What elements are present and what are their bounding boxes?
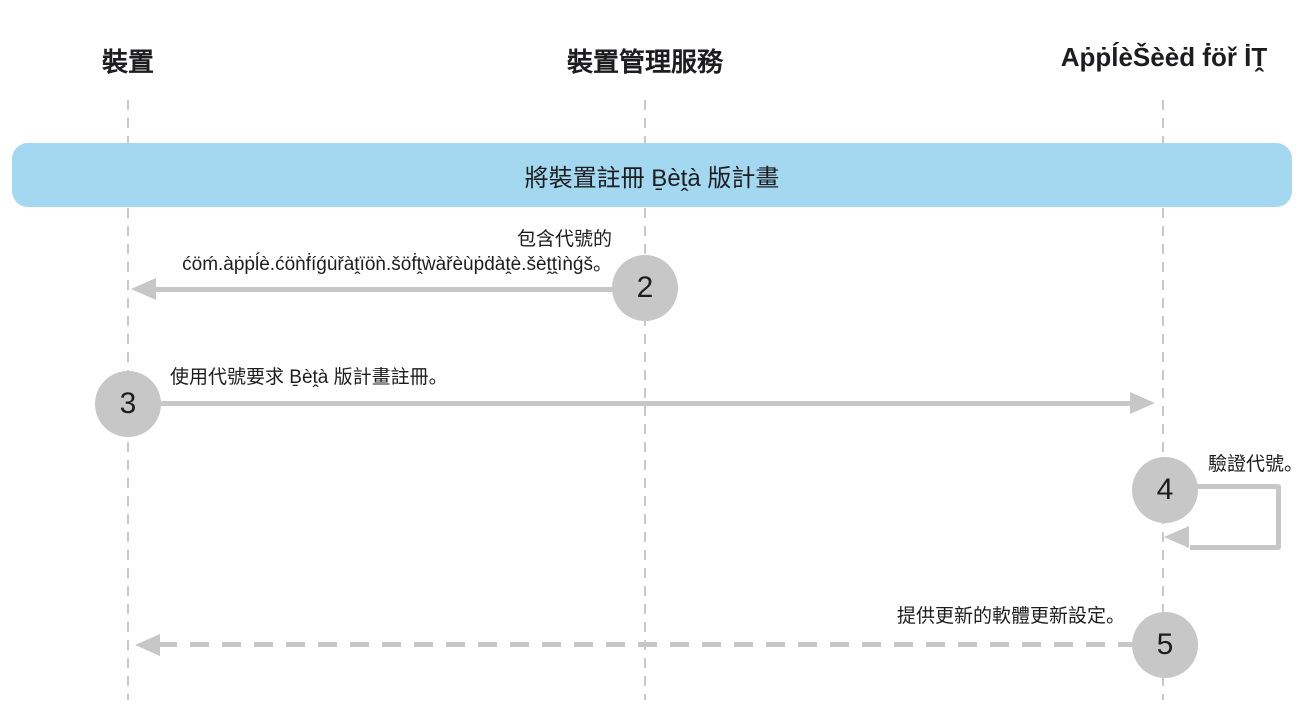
step5-arrowhead-left-icon [135,634,160,656]
phase-banner-title: 將裝置註冊 Ḇèṱà 版計畫 [524,164,780,192]
step2-message-label-line1: 包含代號的 [516,229,612,250]
actor-appleseed-label: AṗṗĺèŠèèḋ ḟöř İṰ [1060,42,1268,72]
step2-arrow-line [148,287,614,292]
step3-arrow-line [161,401,1131,406]
step4-number-badge: 4 [1132,457,1198,523]
step2-message-label-line2: ćöḿ.àṗṗĺè.ćöǹḟíǵùřàṱïöǹ.šöḟṱẁàřèùṗḋàṱè.š… [182,254,612,275]
step5-arrow-line [158,642,1132,647]
step5-number-badge: 5 [1132,612,1198,678]
step2-message-label: 包含代號的 ćöḿ.àṗṗĺè.ćöǹḟíǵùřàṱïöǹ.šöḟṱẁàřèùṗ… [100,227,612,277]
step3-number-badge: 3 [95,371,161,437]
step4-number: 4 [1156,473,1174,506]
phase-banner: 將裝置註冊 Ḇèṱà 版計畫 [12,143,1292,207]
step2-number: 2 [636,271,654,304]
step3-number: 3 [119,387,137,420]
step2-arrowhead-left-icon [131,278,156,300]
actor-management-service-label: 裝置管理服務 [566,47,724,77]
step2-number-badge: 2 [612,255,678,321]
lifeline-appleseed [1162,100,1164,700]
step4-arrowhead-left-icon [1164,526,1189,548]
step3-arrowhead-right-icon [1130,392,1155,414]
step3-message-label: 使用代號要求 Ḇèṱà 版計畫註冊。 [170,367,448,388]
lifeline-management-service [644,100,646,700]
step5-message-label: 提供更新的軟體更新設定。 [896,606,1125,627]
step4-message-label: 驗證代號。 [1208,454,1303,475]
step4-self-loop-line [1190,484,1281,550]
step5-number: 5 [1156,628,1174,661]
actor-device-label: 裝置 [101,47,155,77]
